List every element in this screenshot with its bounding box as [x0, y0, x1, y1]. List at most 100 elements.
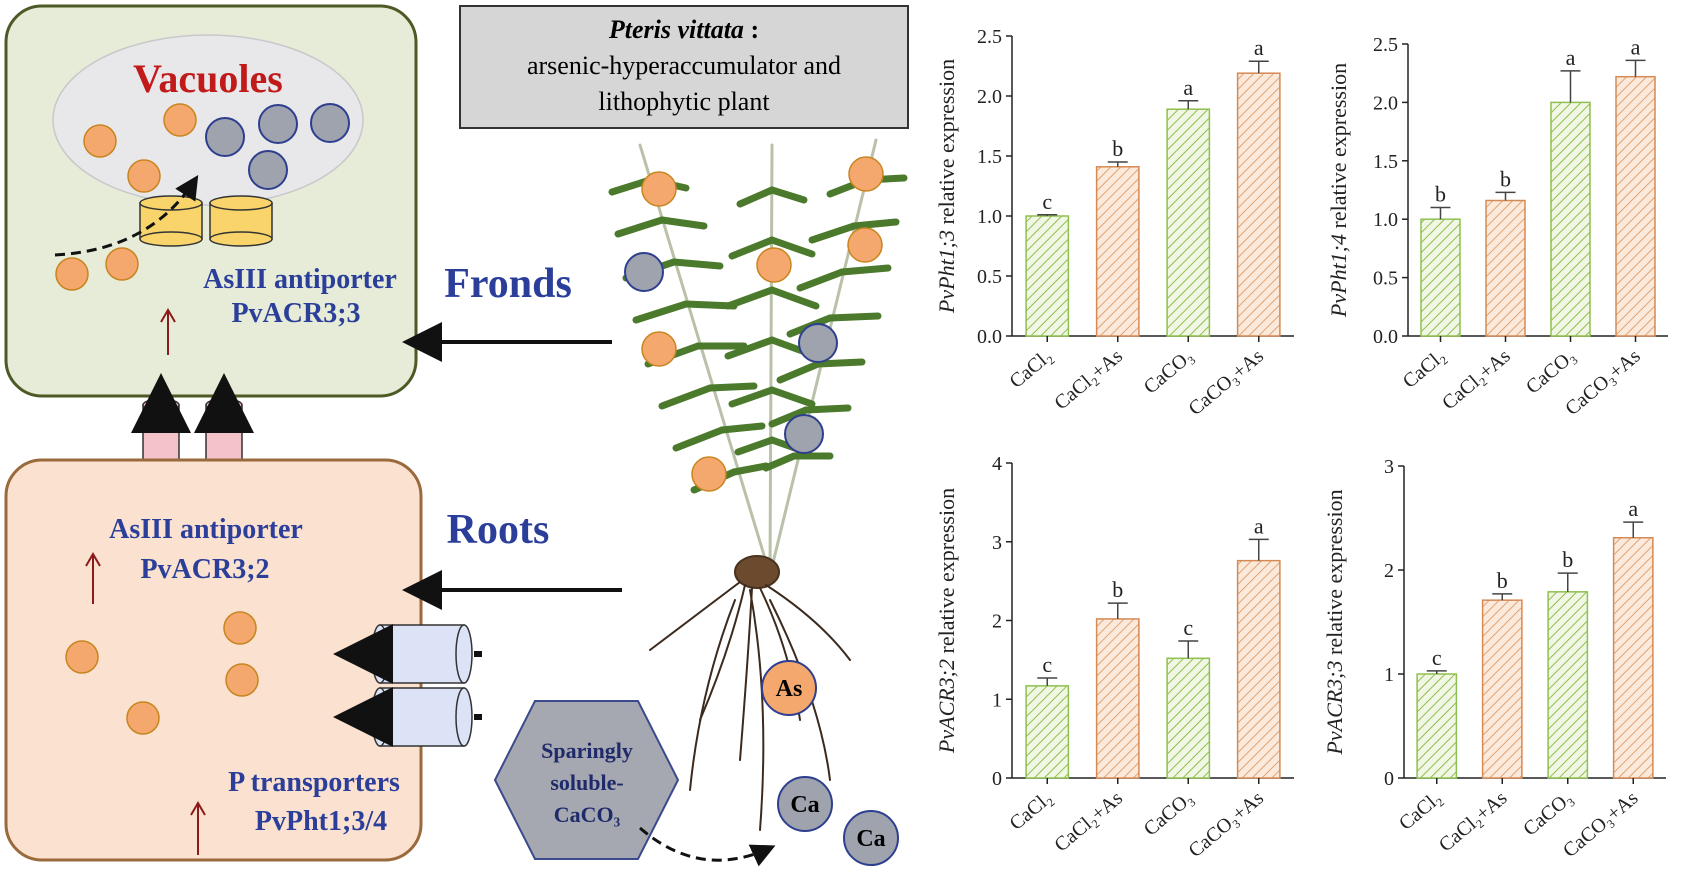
y-tick-label: 0.5: [977, 266, 1002, 288]
y-tick-label: 1.0: [977, 206, 1002, 228]
vacuoles-title: Vacuoles: [133, 56, 283, 101]
y-tick-label: 2.5: [977, 26, 1002, 48]
plant-title-box: Pteris vittata : arsenic-hyperaccumulato…: [459, 5, 909, 129]
arsenic-dot: [225, 663, 259, 697]
calcium-ion-label: Ca: [790, 792, 819, 818]
y-tick-label: 0.5: [1373, 268, 1398, 290]
y-axis-label: PvACR3;3 relative expression: [1322, 489, 1347, 755]
roots-antiporter-label: AsIII antiporter: [109, 514, 303, 545]
arsenic-dot: [847, 227, 883, 263]
x-tick-label: CaCO₃: [1519, 787, 1577, 840]
x-tick-label: CaCO₃+As: [1185, 345, 1269, 420]
significance-letter: c: [1042, 189, 1052, 214]
roots-antiporter-gene: PvACR3;2: [140, 554, 269, 585]
y-tick-label: 0.0: [977, 326, 1002, 348]
bar: [1025, 215, 1070, 337]
arsenic-dot: [641, 331, 677, 367]
y-tick-label: 0: [992, 768, 1002, 790]
arsenic-dot: [83, 124, 117, 158]
significance-letter: a: [1254, 35, 1264, 60]
y-axis-label: PvPht1;3 relative expression: [934, 59, 959, 314]
calcium-ion: Ca: [777, 776, 833, 832]
sequestration-arrow: [54, 174, 199, 257]
y-tick-label: 3: [992, 532, 1002, 554]
x-tick-label: CaCO₃: [1140, 345, 1198, 398]
mineral-line1: Sparingly: [541, 738, 633, 763]
arsenic-source-label: As: [776, 676, 803, 702]
bar: [1416, 673, 1458, 779]
plant-description-line2: lithophytic plant: [598, 87, 770, 116]
bar: [1420, 218, 1461, 337]
x-tick-label: CaCO₃: [1140, 787, 1198, 840]
x-tick-label: CaCO₃: [1522, 345, 1580, 398]
bar: [1481, 599, 1523, 779]
bar: [1236, 559, 1281, 779]
significance-letter: b: [1112, 136, 1123, 161]
bar: [1025, 685, 1070, 779]
x-tick-label: CaCO₃+As: [1185, 787, 1269, 862]
significance-letter: c: [1042, 652, 1052, 677]
p-transporters-gene: PvPht1;3/4: [255, 806, 387, 837]
significance-letter: c: [1183, 615, 1193, 640]
significance-letter: b: [1562, 547, 1573, 572]
y-axis-label: PvPht1;4 relative expression: [1326, 63, 1351, 318]
significance-letter: b: [1497, 568, 1508, 593]
x-tick-label: CaCl₂+As: [1050, 787, 1127, 856]
y-tick-label: 2: [1384, 560, 1394, 582]
significance-letter: c: [1432, 645, 1442, 670]
arsenic-dot: [641, 171, 677, 207]
mineral-line3: CaCO₃: [554, 802, 621, 827]
x-tick-label: CaCl₂+As: [1435, 787, 1512, 856]
y-tick-label: 3: [1384, 456, 1394, 478]
species-name: Pteris vittata: [608, 15, 744, 44]
arsenic-dot: [163, 103, 197, 137]
bar: [1612, 537, 1654, 779]
x-tick-label: CaCl₂: [1005, 345, 1056, 393]
y-tick-label: 1.5: [977, 146, 1002, 168]
calcium-dot: [310, 103, 350, 143]
y-tick-label: 0.0: [1373, 326, 1398, 348]
phosphate-transporter: [333, 687, 482, 747]
arsenic-dot: [55, 257, 89, 291]
bar: [1547, 591, 1589, 779]
y-axis-label: PvACR3;2 relative expression: [934, 488, 959, 754]
tonoplast-transporter: [139, 195, 203, 247]
y-tick-label: 1.0: [1373, 209, 1398, 231]
bar: [1236, 72, 1281, 337]
x-tick-label: CaCl₂: [1005, 787, 1056, 835]
significance-letter: a: [1254, 513, 1264, 538]
significance-letter: b: [1435, 182, 1446, 207]
y-tick-label: 2.5: [1373, 34, 1398, 56]
significance-letter: a: [1183, 75, 1193, 100]
bar: [1095, 618, 1140, 779]
significance-letter: a: [1628, 496, 1638, 521]
x-tick-label: CaCl₂: [1399, 345, 1450, 393]
arsenic-dot: [127, 159, 161, 193]
arsenic-dot: [105, 247, 139, 281]
arsenic-dot: [223, 611, 257, 645]
y-tick-label: 1: [1384, 664, 1394, 686]
mineral-line2: soluble-: [550, 770, 623, 795]
significance-letter: b: [1500, 166, 1511, 191]
calcium-dot: [624, 252, 664, 292]
roots-cell: AsIII antiporter PvACR3;2 P transporters…: [4, 458, 423, 862]
y-tick-label: 2.0: [977, 86, 1002, 108]
y-tick-label: 1.5: [1373, 151, 1398, 173]
significance-letter: a: [1566, 45, 1576, 70]
bar: [1485, 199, 1526, 337]
significance-letter: b: [1112, 577, 1123, 602]
phosphate-transporter: [333, 624, 482, 684]
fronds-antiporter-label: AsIII antiporter: [203, 264, 397, 295]
arsenic-dot: [65, 640, 99, 674]
calcium-dot: [258, 104, 298, 144]
x-tick-label: CaCl₂+As: [1050, 345, 1127, 414]
calcium-dot: [784, 414, 824, 454]
bar: [1166, 108, 1211, 337]
x-tick-label: CaCl₂: [1395, 787, 1446, 835]
x-tick-label: CaCl₂+As: [1438, 345, 1515, 414]
arsenic-dot: [126, 701, 160, 735]
